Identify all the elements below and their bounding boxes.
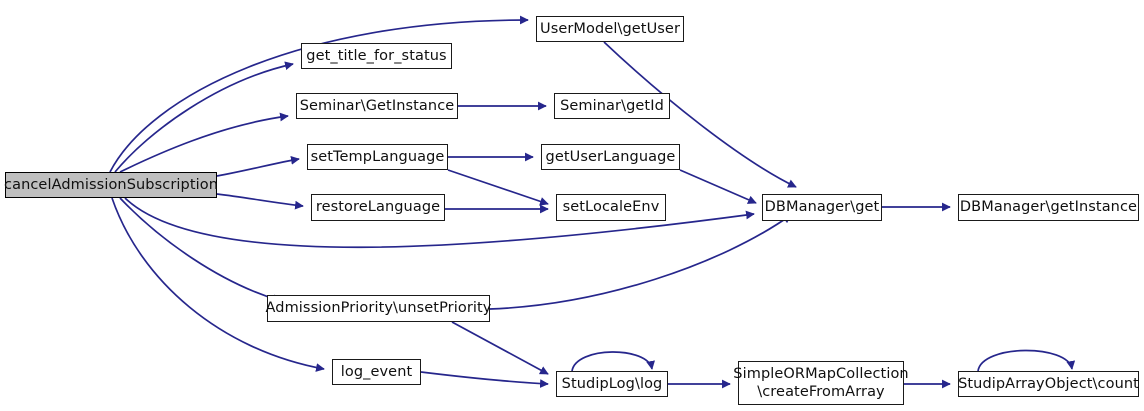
edge-logevent-studiplog <box>420 371 549 388</box>
node-seminar-getinstance[interactable]: Seminar\GetInstance <box>296 93 458 119</box>
node-usermodel-getuser[interactable]: UserModel\getUser <box>536 16 684 42</box>
node-dbmanager-getinstance[interactable]: DBManager\getInstance <box>958 194 1139 221</box>
node-admissionpriority-unsetpriority[interactable]: AdmissionPriority\unsetPriority <box>266 295 491 322</box>
node-restorelanguage[interactable]: restoreLanguage <box>311 194 445 221</box>
node-log-event[interactable]: log_event <box>332 359 421 385</box>
node-dbmanager-get[interactable]: DBManager\get <box>762 194 882 221</box>
edge-root-admission <box>119 197 282 303</box>
node-simpleormapcollection-createfromarray[interactable]: SimpleORMapCollection \createFromArray <box>733 361 909 405</box>
edge-settemp-setlocale <box>447 169 549 206</box>
node-studiparrayobject-count[interactable]: StudipArrayObject\count <box>958 371 1139 397</box>
edge-root-logevent <box>111 197 325 372</box>
edge-getuserlang-dbget <box>679 169 757 204</box>
node-studiplog-log[interactable]: StudipLog\log <box>556 371 668 397</box>
node-seminar-getid[interactable]: Seminar\getId <box>554 93 670 119</box>
node-get-title-for-status[interactable]: get_title_for_status <box>301 43 452 69</box>
node-setlocaleenv[interactable]: setLocaleEnv <box>556 194 666 221</box>
edge-root-settemp <box>216 155 300 177</box>
edge-root-gettitle <box>114 61 294 173</box>
edge-root-restorelang <box>216 193 304 210</box>
edge-studiplog-self <box>571 351 655 372</box>
edge-admission-dbget <box>489 214 792 310</box>
node-cancel-admission-subscription[interactable]: cancelAdmissionSubscription <box>4 172 218 198</box>
edge-root-seminarinst <box>119 112 289 173</box>
edge-admission-studiplog <box>451 321 549 375</box>
edge-arraycount-self <box>977 349 1076 372</box>
node-settemplanguage[interactable]: setTempLanguage <box>307 144 448 170</box>
node-getuserlanguage[interactable]: getUserLanguage <box>541 144 680 170</box>
